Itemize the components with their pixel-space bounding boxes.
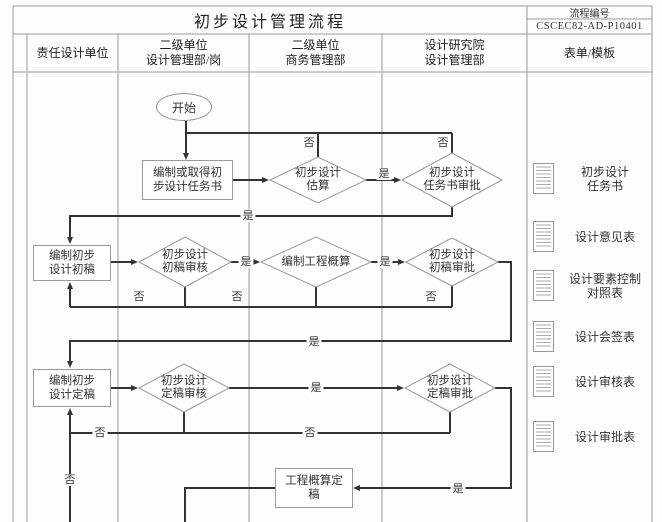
form-item-label: 设计审核表 [574,374,635,389]
lane-header-responsible-unit: 责任设计单位 [36,45,109,60]
edge-label-no: 否 [435,137,451,149]
start-node: 开始 [156,93,212,121]
process-budget-final: 工程概算定 稿 [275,468,353,508]
form-item-label: 设计会签表 [574,329,635,344]
edge-label-no: 否 [131,291,147,303]
lane-header-commerce-dept: 二级单位商务管理部 [285,38,346,67]
lane-header-design-institute: 设计研究院设计管理部 [424,38,485,67]
swimlane-grid [12,5,653,522]
edge-label-no: 否 [301,137,317,149]
edge-label-no: 否 [302,427,318,439]
form-item-label: 设计审批表 [574,429,635,444]
edge-label-yes: 是 [306,336,322,348]
edge-label-no: 否 [92,427,108,439]
form-item: 设计审批表 [533,421,647,452]
edge-label-no: 否 [229,291,245,303]
edge-label-yes: 是 [308,382,324,394]
edge-label-yes: 是 [376,168,392,180]
lane-header-forms-templates: 表单/模板 [563,45,616,60]
form-item: 设计意见表 [533,221,647,252]
diagram-title: 初步设计管理流程 [193,14,346,31]
document-icon [533,366,554,397]
document-icon [533,321,554,352]
form-item: 设计要素控制对照表 [533,270,647,301]
document-icon [533,221,554,252]
edge-label-no: 否 [62,474,78,486]
document-icon [533,270,554,301]
process-code-label: 流程编号 [569,9,610,20]
form-item: 设计审核表 [533,366,647,397]
form-item-label: 初步设计任务书 [580,164,629,193]
form-item-label: 设计要素控制对照表 [568,271,641,300]
form-item-label: 设计意见表 [574,229,635,244]
edge-label-yes: 是 [450,483,466,495]
edge-label-yes: 是 [238,256,254,268]
edge-label-yes: 是 [377,256,393,268]
decision-shapes [137,152,504,413]
form-item: 设计会签表 [533,321,647,352]
process-prepare-task-book: 编制或取得初 步设计任务书 [142,160,233,200]
process-final-design: 编制初步 设计定稿 [33,369,111,407]
edge-label-no: 否 [423,291,439,303]
form-item: 初步设计任务书 [533,163,647,194]
document-icon [533,421,554,452]
process-draft-design: 编制初步 设计初稿 [33,245,111,281]
document-icon [533,163,554,194]
edge-label-yes: 是 [240,210,256,222]
process-code-value: CSCEC82-AD-P10401 [536,21,643,32]
lane-header-design-mgmt-dept: 二级单位设计管理部/岗 [145,38,222,67]
